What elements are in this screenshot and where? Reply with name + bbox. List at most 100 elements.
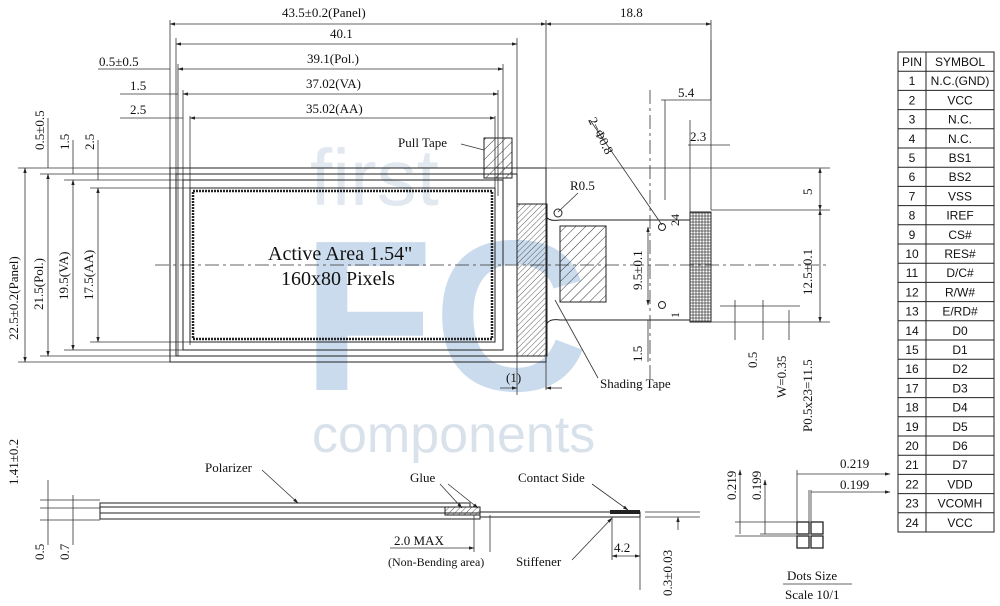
pin-number: 15	[905, 343, 919, 357]
watermark-first: first	[310, 133, 439, 222]
dim-1-5: 1.5	[630, 346, 645, 362]
pin-symbol: D7	[952, 458, 968, 472]
pin-number: 8	[909, 209, 916, 223]
pin-symbol: VCC	[947, 93, 973, 107]
dim-9-5: 9.5±0.1	[630, 250, 645, 290]
dim-4-2: 4.2	[614, 540, 630, 555]
pin-symbol: VCOMH	[938, 497, 983, 511]
active-area-title: Active Area 1.54"	[268, 243, 412, 265]
pin-number: 19	[905, 420, 919, 434]
dim-left-top-0: 0.5±0.5	[32, 110, 47, 150]
pin-symbol: BS1	[949, 151, 972, 165]
dim-panel-height: 22.5±0.2(Panel)	[6, 256, 21, 340]
dim-5: 5	[800, 189, 815, 196]
side-glass-top	[99, 506, 481, 514]
pin-symbol: D3	[952, 381, 968, 395]
pin-number: 7	[909, 189, 916, 203]
symbol-header: SYMBOL	[935, 55, 985, 69]
pin-symbol: VCC	[947, 516, 973, 530]
pin-symbol: IREF	[946, 209, 973, 223]
dim-0-7-side: 0.7	[57, 543, 72, 560]
dots-scale: Scale 10/1	[785, 587, 840, 602]
pin-symbol: R/W#	[945, 285, 975, 299]
dot-size-h: 0.199	[840, 477, 869, 492]
dim-aa-width: 35.02(AA)	[306, 101, 363, 116]
contact-side-label: Contact Side	[518, 470, 585, 485]
dim-2-0-max: 2.0 MAX	[394, 533, 444, 548]
pin-number: 21	[905, 458, 919, 472]
pin-symbol: D5	[952, 420, 968, 434]
pin-symbol: D1	[952, 343, 968, 357]
side-glass-bottom	[99, 512, 481, 520]
dim-va-height: 19.5(VA)	[56, 251, 71, 300]
pin-symbol: CS#	[948, 228, 972, 242]
shading-tape-label: Shading Tape	[600, 376, 671, 391]
pull-tape	[483, 137, 513, 179]
pin-symbol: VSS	[948, 189, 972, 203]
pin-symbol: N.C.	[948, 113, 972, 127]
pin-number: 2	[909, 93, 916, 107]
polarizer-label: Polarizer	[205, 460, 253, 475]
pin-24-mark: 24	[668, 214, 682, 226]
dim-w: W=0.35	[774, 356, 789, 398]
stiffener-label: Stiffener	[516, 554, 562, 569]
dim-top-left-0: 0.5±0.5	[99, 54, 139, 69]
pin-number: 23	[905, 497, 919, 511]
pin-symbol: D0	[952, 324, 968, 338]
pin-number: 24	[905, 516, 919, 530]
pin-symbol: N.C.	[948, 132, 972, 146]
dim-12-5: 12.5±0.1	[800, 249, 815, 295]
pin-symbol: RES#	[944, 247, 976, 261]
radius-label: R0.5	[570, 178, 595, 193]
dot-pitch-h: 0.219	[840, 456, 869, 471]
dot-pitch-v: 0.219	[724, 471, 739, 500]
side-fpc	[480, 511, 641, 518]
driver-ic	[559, 225, 607, 303]
dim-left-top-2: 2.5	[82, 134, 97, 150]
dots-size-title: Dots Size	[787, 568, 837, 583]
dim-pol-height: 21.5(Pol.)	[31, 258, 46, 310]
pin-number: 4	[909, 132, 916, 146]
dim-top-left-2: 2.5	[130, 102, 146, 117]
pin-symbol: BS2	[949, 170, 972, 184]
dots-size-detail: 0.219 0.199 0.219 0.199 Dots Size Scale …	[724, 456, 891, 602]
front-view: 43.5±0.2(Panel) 18.8 40.1 39.1(Pol.) 37.…	[6, 5, 830, 432]
pin-number: 18	[905, 401, 919, 415]
side-contact	[610, 510, 640, 514]
pin-number: 5	[909, 151, 916, 165]
pin-number: 14	[905, 324, 919, 338]
pin-symbol: N.C.(GND)	[931, 74, 990, 88]
dim-panel-width: 43.5±0.2(Panel)	[282, 5, 366, 20]
pin-number: 11	[906, 266, 919, 280]
pull-tape-label: Pull Tape	[398, 135, 447, 150]
pin-number: 20	[905, 439, 919, 453]
pin-1-mark: 1	[668, 312, 682, 318]
dim-fpc-thickness: 0.3±0.03	[660, 550, 675, 596]
dim-top-left-1: 1.5	[130, 78, 146, 93]
pin-number: 16	[905, 362, 919, 376]
pin-number: 12	[905, 285, 919, 299]
side-view: 1.41±0.2 0.5 0.7 Polarizer Glue Contact …	[6, 439, 700, 596]
dim-40-1: 40.1	[330, 26, 353, 41]
pin-symbol: D4	[952, 401, 968, 415]
pin-header: PIN	[902, 55, 922, 69]
watermark: first FC components	[302, 133, 595, 464]
non-bending-label: (Non-Bending area)	[388, 555, 484, 569]
pin-symbol: D6	[952, 439, 968, 453]
active-area-pixels: 160x80 Pixels	[281, 268, 395, 290]
pin-number: 10	[905, 247, 919, 261]
dot-size-v: 0.199	[749, 471, 764, 500]
dim-left-top-1: 1.5	[57, 134, 72, 150]
pin-number: 1	[909, 74, 916, 88]
dim-0-5-side: 0.5	[32, 544, 47, 560]
shading-tape	[516, 203, 548, 357]
pin-number: 17	[905, 381, 919, 395]
pin-number: 22	[905, 477, 919, 491]
dim-fpc-length: 18.8	[620, 5, 643, 20]
pin-number: 13	[905, 305, 919, 319]
dim-5-4: 5.4	[678, 85, 695, 100]
side-glue	[444, 506, 481, 516]
dim-pitch: P0.5x23=11.5	[800, 359, 815, 432]
